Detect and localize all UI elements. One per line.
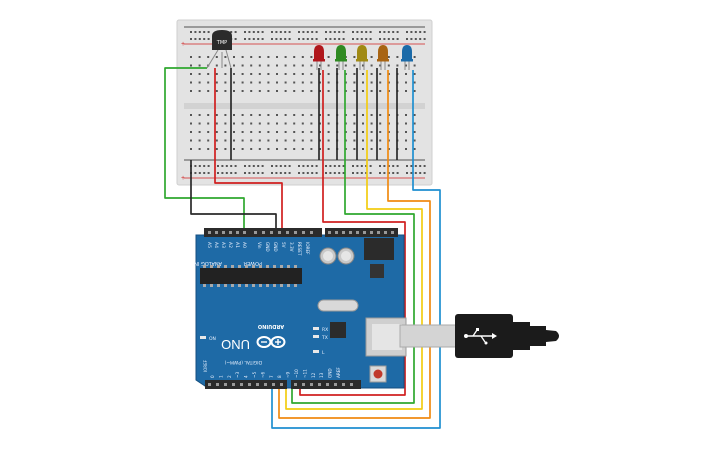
analog-pin-label: A3	[220, 242, 226, 248]
tx-label: TX	[321, 335, 328, 341]
power-pin-label: Vin	[257, 242, 262, 249]
digital-pin-label: 7	[269, 375, 274, 378]
arduino-logo-icon	[256, 336, 286, 348]
plus-marker: +	[181, 41, 185, 48]
center-channel	[184, 103, 425, 109]
led-green[interactable]	[335, 45, 347, 70]
digital-pin-label: 8	[277, 375, 282, 378]
reset-button[interactable]	[373, 369, 383, 379]
analog-in-label: ANALOG IN	[194, 260, 222, 266]
top-rail-holes	[190, 31, 426, 40]
power-pin-label: GND	[273, 242, 278, 252]
leds[interactable]	[313, 45, 413, 70]
power-pin-label: IOREF	[305, 242, 310, 255]
usb-chip	[330, 322, 346, 338]
wire-sensor-power	[214, 68, 283, 232]
l-label: L	[322, 350, 325, 356]
digital-pin-label: GND	[328, 368, 333, 378]
header-pins-top	[208, 231, 394, 234]
analog-pin-label: A2	[227, 242, 233, 248]
usb-plug-metal	[399, 324, 461, 348]
brand-label: ARDUINO	[258, 323, 284, 329]
usb-icon	[464, 328, 497, 345]
power-label: POWER	[243, 260, 262, 266]
wires[interactable]	[164, 67, 441, 429]
wire-led-yellow	[285, 70, 423, 410]
microcontroller-chip	[200, 268, 302, 284]
digital-pin-label: ~5	[252, 371, 257, 378]
power-pin-label: 3.3V	[289, 242, 294, 252]
digital-pin-label: AREF	[336, 367, 341, 378]
analog-pin-label: A1	[234, 242, 240, 248]
on-led	[200, 336, 206, 339]
header-pins-bottom	[208, 383, 353, 386]
temperature-sensor[interactable]: TMP	[206, 30, 232, 69]
usb-cable[interactable]	[399, 314, 559, 358]
rx-label: RX	[322, 327, 328, 333]
wire-led-blue	[271, 70, 441, 429]
digital-pin-label: ~11	[302, 369, 307, 378]
wire-sensor-signal	[164, 67, 245, 232]
led-blue[interactable]	[401, 45, 413, 70]
chip-pins	[203, 265, 297, 287]
wire-led-orange	[278, 70, 431, 419]
voltage-regulator	[370, 264, 384, 278]
on-label: ON	[209, 336, 216, 342]
l-led	[313, 350, 319, 353]
digital-pin-label: 2	[227, 375, 232, 378]
digital-pin-label: 0	[210, 375, 215, 378]
analog-pin-label: A4	[213, 242, 219, 248]
wire-led-red	[299, 70, 406, 396]
digital-pin-label: ~10	[294, 369, 299, 378]
wire-ground	[190, 160, 277, 232]
plus-marker-bottom: +	[181, 175, 185, 182]
led-orange[interactable]	[377, 45, 389, 70]
power-jack	[364, 238, 394, 260]
power-pin-label: RESET	[297, 242, 302, 256]
digital-pin-label: 12	[311, 372, 316, 378]
led-yellow[interactable]	[356, 45, 368, 70]
digital-pin-label: ~3	[235, 371, 240, 378]
power-pin-label: GND	[265, 242, 270, 252]
digital-pin-label: 1	[218, 375, 223, 378]
wire-led-green	[291, 70, 415, 404]
power-pin-label: 5V	[281, 242, 286, 248]
bottom-rail-holes	[190, 165, 426, 174]
digital-pin-label: 4	[244, 375, 249, 378]
analog-pin-label: A5	[206, 242, 212, 248]
analog-pin-label: A0	[241, 242, 247, 248]
digital-pin-label: ~6	[260, 371, 265, 378]
digital-header-left	[205, 380, 287, 389]
sensor-label: TMP	[216, 40, 227, 46]
digital-pin-label: 13	[319, 372, 324, 378]
crystal	[317, 299, 359, 312]
power-header-top	[325, 228, 398, 237]
model-label: UNO	[221, 337, 250, 352]
ioref-note: IOREF	[203, 359, 208, 372]
rx-led	[313, 327, 319, 330]
digital-label: DIGITAL (PWM~)	[224, 359, 262, 365]
led-red[interactable]	[313, 45, 325, 70]
tx-led	[313, 335, 319, 338]
digital-pin-label: ~9	[286, 371, 291, 378]
